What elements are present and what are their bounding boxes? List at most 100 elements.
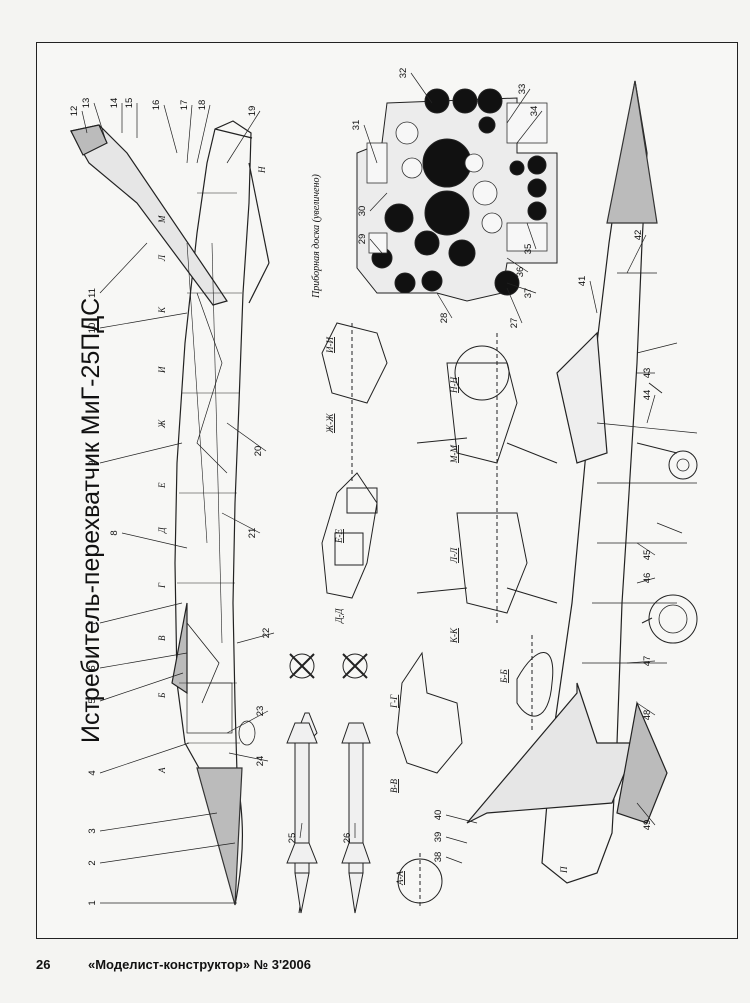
callout-leader-8	[121, 532, 188, 549]
callout-33: 33	[517, 84, 528, 95]
section-label-12: Н-Н	[449, 377, 459, 394]
panel-note: Приборная доска (увеличено)	[311, 174, 322, 299]
callout-28: 28	[439, 313, 450, 324]
callout-10: 10	[87, 323, 98, 334]
side-view	[70, 120, 270, 906]
station-mark-12: Н	[257, 166, 267, 174]
callout-leader-3	[99, 812, 218, 832]
station-mark-4: Г	[157, 582, 167, 589]
callout-45: 45	[642, 550, 653, 561]
callout-35: 35	[523, 244, 534, 255]
section-k	[456, 512, 528, 614]
callout-leader-18	[196, 104, 211, 164]
callout-41: 41	[577, 276, 588, 287]
callout-leader-41	[589, 280, 598, 314]
callout-23: 23	[255, 706, 266, 717]
callout-leader-45	[636, 542, 656, 556]
callout-43: 43	[642, 368, 653, 379]
callout-16: 16	[151, 100, 162, 111]
callout-30: 30	[357, 206, 368, 217]
callout-leaders	[81, 72, 656, 904]
callout-leader-29	[369, 238, 383, 254]
callout-32: 32	[398, 68, 409, 79]
callout-20: 20	[253, 446, 264, 457]
callout-11: 11	[87, 288, 98, 298]
section-d	[321, 472, 378, 599]
station-mark-13: П	[559, 866, 569, 874]
ventral-line-2	[248, 262, 270, 304]
instrument-panel	[356, 88, 558, 302]
callout-leader-24	[228, 752, 269, 762]
callout-leader-19	[226, 110, 261, 164]
callout-22: 22	[261, 628, 272, 639]
section-label-5: Д-Д	[334, 607, 344, 624]
callout-8: 8	[109, 530, 120, 535]
callout-leader-33	[506, 88, 531, 124]
callout-49: 49	[642, 820, 653, 831]
callout-31: 31	[351, 120, 362, 131]
callout-19: 19	[247, 106, 258, 117]
callout-39: 39	[433, 832, 444, 843]
callout-17: 17	[179, 100, 190, 111]
callout-44: 44	[642, 390, 653, 401]
section-b	[516, 652, 554, 717]
station-mark-10: Л	[157, 254, 167, 262]
aircraft-drawing: 1234567891011121314151617181920212223242…	[69, 68, 698, 914]
callout-leader-47	[626, 660, 656, 664]
station-mark-6: Е	[157, 482, 167, 489]
station-mark-3: В	[157, 635, 167, 641]
callout-leader-46	[636, 577, 656, 584]
callout-14: 14	[109, 98, 120, 109]
callout-46: 46	[642, 573, 653, 584]
section-label-3: В-В	[389, 779, 399, 793]
callout-40: 40	[433, 810, 444, 821]
callout-leader-30	[369, 192, 388, 212]
callout-leader-48	[636, 702, 656, 716]
fin-2	[466, 682, 638, 824]
section-label-1: А-А	[395, 871, 405, 886]
callout-36: 36	[515, 267, 526, 278]
callout-leader-35	[526, 222, 537, 250]
wing-2	[556, 331, 608, 464]
callout-4: 4	[87, 770, 98, 775]
callout-leader-32	[410, 72, 433, 104]
callout-34: 34	[529, 106, 540, 117]
callout-leader-12	[81, 110, 88, 134]
tailpipe	[214, 128, 253, 139]
station-mark-5: Д	[157, 526, 167, 534]
section-zh	[321, 322, 388, 404]
callout-13: 13	[81, 98, 92, 109]
callout-leader-16	[163, 104, 178, 154]
section-label-7: Ж-Ж	[325, 413, 335, 434]
publication-info: «Моделист-конструктор» № 3'2006	[88, 957, 311, 972]
section-label-9: К-К	[449, 627, 459, 644]
callout-21: 21	[247, 528, 258, 539]
callout-5: 5	[87, 698, 98, 703]
callout-leader-20	[226, 422, 267, 452]
callout-leader-44	[646, 394, 656, 424]
callout-leader-23	[226, 710, 269, 734]
callout-27: 27	[509, 318, 520, 329]
callout-leader-28	[436, 292, 453, 319]
callout-leader-25	[299, 822, 303, 839]
callout-12: 12	[69, 106, 80, 117]
station-mark-9: К	[157, 306, 167, 314]
callout-26: 26	[342, 833, 353, 844]
callout-15: 15	[124, 98, 135, 109]
fin	[70, 124, 228, 306]
section-label-6: Е-Е	[334, 529, 344, 544]
section-label-11: М-М	[449, 445, 459, 464]
missiles	[286, 653, 371, 914]
callout-leader-2	[99, 842, 236, 864]
station-mark-1: А	[157, 767, 167, 774]
callout-leader-4	[99, 742, 190, 774]
wing-root	[171, 602, 188, 695]
callout-leader-7	[99, 602, 183, 624]
callout-leader-37	[506, 282, 537, 294]
section-label-4: Г-Г	[389, 694, 399, 709]
callout-2: 2	[87, 860, 98, 865]
callout-6: 6	[87, 665, 98, 670]
callout-1: 1	[87, 900, 98, 905]
nose-wheel	[668, 450, 698, 480]
callout-leader-11	[99, 242, 148, 294]
